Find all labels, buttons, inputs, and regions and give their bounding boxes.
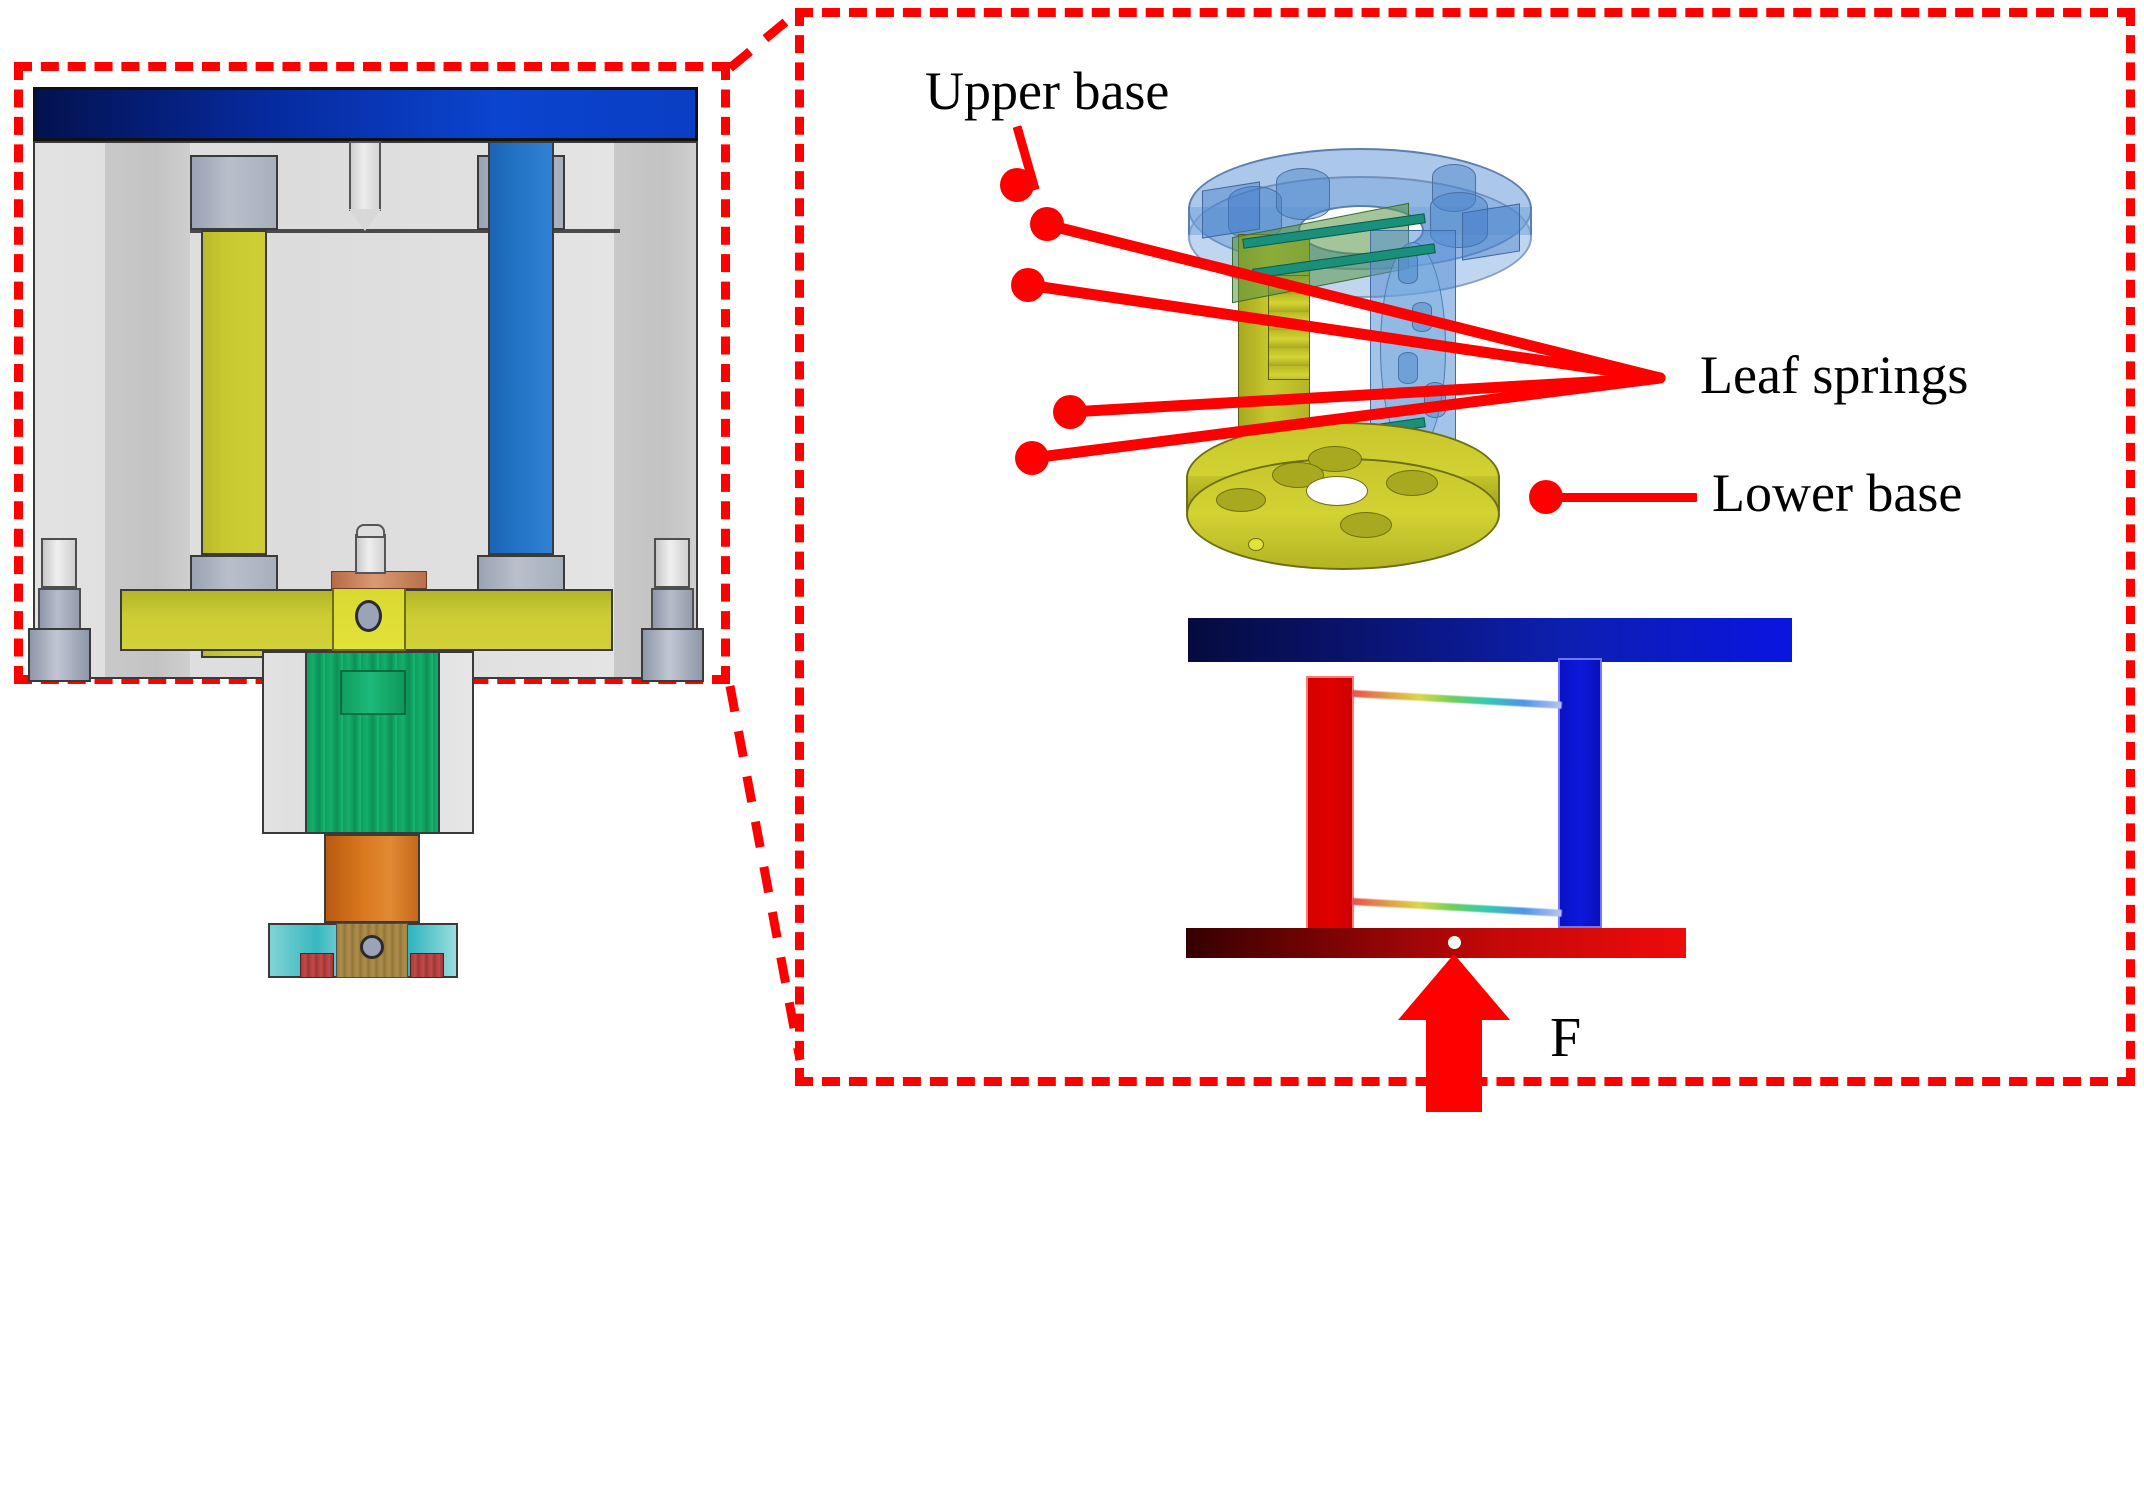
lower-base-leader [1552,493,1697,502]
lower-base-label: Lower base [1712,463,1963,523]
yellow-post-cap-top [190,155,278,230]
side-bolt-right-head [641,628,704,682]
fea-lower-plate [1186,928,1686,958]
leaf-spring-dot-1 [1030,207,1064,241]
center-probe-pin [349,141,381,211]
side-bolt-right-pin [654,538,690,588]
upper-base-block-right [1462,203,1520,261]
cyan-base-pin-hole [360,935,384,959]
fea-lower-plate-node [1448,936,1461,949]
lower-base-disc-bottom [1186,458,1500,570]
leaf-spring-dot-4 [1015,441,1049,475]
force-arrow [1398,954,1510,1112]
fea-blue-column [1558,658,1602,928]
leaf-springs-label: Leaf springs [1700,345,1969,405]
center-bolt-shank [355,534,386,574]
center-bolt-head [356,524,385,538]
fea-deformation-plot: F [1180,610,1840,1112]
upper-base-leader-dot [1000,168,1034,202]
force-label: F [1550,1007,1582,1069]
housing-inner-wall-left [105,143,190,677]
blue-column-pin-4 [1424,382,1446,418]
blue-post [488,141,554,555]
fea-leaf-spring-lower [1351,898,1562,917]
yellow-post [201,230,267,555]
lower-base-hole-center [1306,476,1368,506]
fea-upper-plate [1188,618,1792,662]
flange-pin-hole [355,600,382,632]
orange-cylinder [324,834,420,923]
leaf-spring-flexure-assembly [1180,130,1740,570]
cyan-base-center-block [336,923,408,978]
blue-column-pin-3 [1398,352,1418,384]
side-bolt-left-head [28,628,91,682]
cyan-base-insert-right [410,953,444,978]
upper-base-block-left [1202,181,1260,239]
green-cylinder-collar [340,670,406,715]
lower-base-hole-5 [1340,512,1392,538]
upper-base-boss-2 [1276,168,1330,220]
lower-base-small-hole [1248,538,1264,551]
side-bolt-left-pin [41,538,77,588]
leaf-spring-dot-3 [1053,395,1087,429]
center-probe-tip [349,209,381,231]
upper-plate [33,87,698,141]
fea-leaf-spring-upper [1351,690,1562,709]
inner-rail [190,229,620,233]
lower-base-hole-4 [1386,470,1438,496]
lower-base-hole-1 [1216,488,1266,512]
leaf-spring-dot-2 [1011,268,1045,302]
blue-column-pin-2 [1412,302,1432,332]
cyan-base-insert-left [300,953,334,978]
fea-red-column [1306,676,1354,930]
upper-base-label: Upper base [925,61,1170,121]
